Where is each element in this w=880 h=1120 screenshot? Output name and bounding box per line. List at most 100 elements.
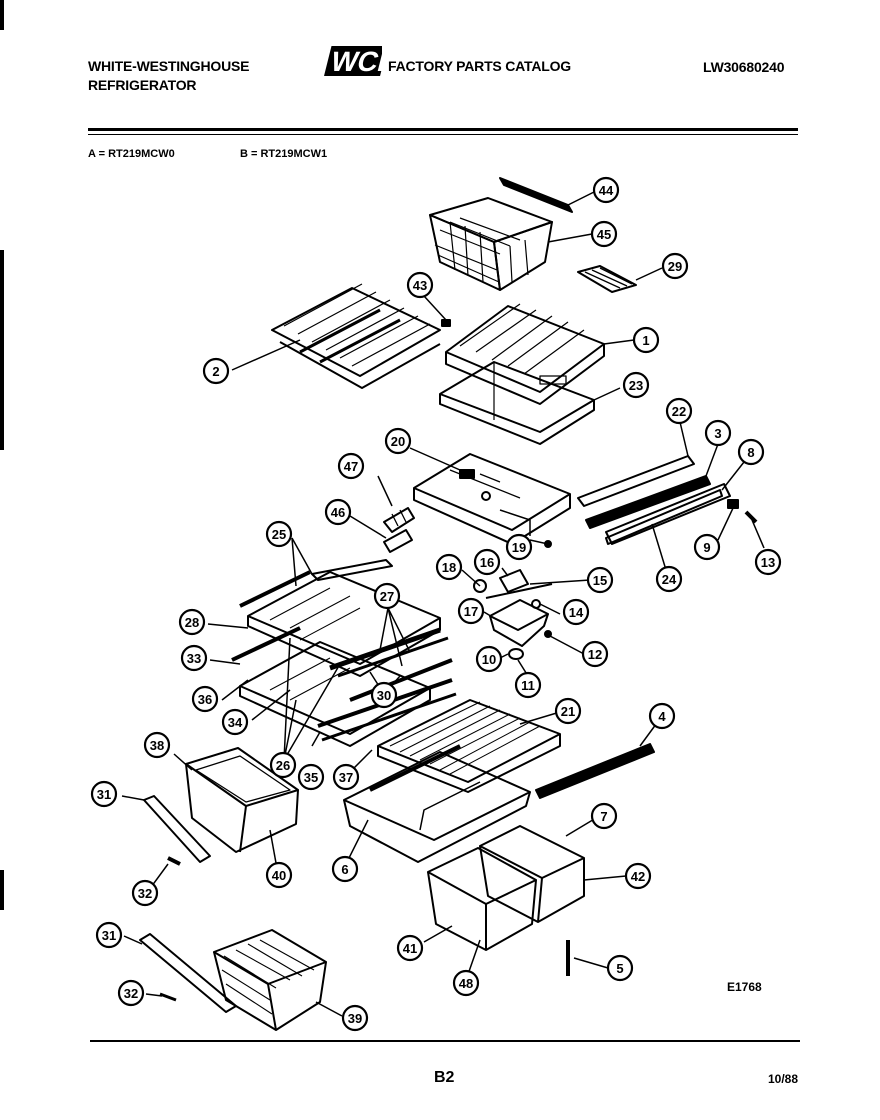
callout-number: 29 <box>668 259 682 274</box>
callout-number: 32 <box>138 886 152 901</box>
part-screw-13 <box>744 510 758 524</box>
callout-number: 21 <box>561 704 575 719</box>
callout-16: 16 <box>473 548 501 576</box>
svg-text:WCI: WCI <box>328 46 382 78</box>
callout-38: 38 <box>143 731 171 759</box>
variant-a: A = RT219MCW0 <box>88 148 175 160</box>
callout-number: 17 <box>464 604 478 619</box>
callout-number: 13 <box>761 555 775 570</box>
callout-number: 23 <box>629 378 643 393</box>
callout-19: 19 <box>505 533 533 561</box>
callout-33: 33 <box>180 644 208 672</box>
part-screw-32b <box>159 992 177 1002</box>
part-meat-pan <box>185 747 299 853</box>
callout-31: 31 <box>95 921 123 949</box>
part-glass-shelf-upper <box>239 559 441 677</box>
callout-number: 5 <box>616 961 623 976</box>
callout-1: 1 <box>632 326 660 354</box>
callout-number: 26 <box>276 758 290 773</box>
callout-46: 46 <box>324 498 352 526</box>
callout-number: 27 <box>380 589 394 604</box>
part-wire-basket-top <box>429 197 553 291</box>
callout-34: 34 <box>221 708 249 736</box>
callout-9: 9 <box>693 533 721 561</box>
part-screw-32a <box>167 856 181 866</box>
callout-number: 18 <box>442 560 456 575</box>
callout-number: 16 <box>480 555 494 570</box>
callout-14: 14 <box>562 598 590 626</box>
callout-number: 20 <box>391 434 405 449</box>
callout-7: 7 <box>590 802 618 830</box>
part-crisper-cover-grille <box>377 699 561 793</box>
callout-26: 26 <box>269 751 297 779</box>
part-wire-basket-bottom <box>213 929 327 1031</box>
callout-number: 31 <box>97 787 111 802</box>
scan-edge-mark <box>0 870 4 910</box>
callout-number: 44 <box>599 183 614 198</box>
callout-4: 4 <box>648 702 676 730</box>
part-pan-rail-31b <box>139 933 237 1013</box>
callout-number: 35 <box>304 770 318 785</box>
callout-number: 11 <box>521 678 535 693</box>
part-shelf-rail-3 <box>585 475 711 529</box>
callout-number: 28 <box>185 615 199 630</box>
callout-number: 45 <box>597 227 611 242</box>
callout-number: 25 <box>272 527 286 542</box>
callout-40: 40 <box>265 861 293 889</box>
callout-24: 24 <box>655 565 683 593</box>
figure-code: E1768 <box>727 980 762 994</box>
callout-number: 33 <box>187 651 201 666</box>
callout-number: 19 <box>512 540 526 555</box>
callout-number: 2 <box>212 364 219 379</box>
callout-number: 46 <box>331 505 345 520</box>
callout-number: 32 <box>124 986 138 1001</box>
callout-number: 24 <box>662 572 677 587</box>
callout-number: 7 <box>600 809 607 824</box>
callout-43: 43 <box>406 271 434 299</box>
callout-25: 25 <box>265 520 293 548</box>
callout-12: 12 <box>581 640 609 668</box>
callout-44: 44 <box>592 176 620 204</box>
brand-title: WHITE-WESTINGHOUSE REFRIGERATOR <box>88 57 249 95</box>
callout-number: 30 <box>377 688 391 703</box>
callout-41: 41 <box>396 934 424 962</box>
callout-15: 15 <box>586 566 614 594</box>
part-glass-shelf-lower <box>231 626 431 747</box>
part-wire-shelf-left <box>271 283 441 389</box>
part-shelf-rail-24 <box>605 483 731 545</box>
callout-number: 22 <box>672 404 686 419</box>
part-crisper-rail-top <box>499 177 573 213</box>
part-trim-strips <box>317 627 457 742</box>
callout-number: 4 <box>658 709 666 724</box>
callout-20: 20 <box>384 427 412 455</box>
callout-32: 32 <box>131 879 159 907</box>
callout-37: 37 <box>332 763 360 791</box>
part-damper-assembly <box>473 569 553 660</box>
callout-number: 6 <box>341 862 348 877</box>
callout-number: 37 <box>339 770 353 785</box>
part-crisper-pan-right <box>479 825 585 923</box>
callout-number: 12 <box>588 647 602 662</box>
callout-number: 40 <box>272 868 286 883</box>
wci-logo: WCI <box>324 46 382 78</box>
callout-number: 9 <box>703 540 710 555</box>
callout-number: 15 <box>593 573 607 588</box>
callout-number: 48 <box>459 976 473 991</box>
callout-6: 6 <box>331 855 359 883</box>
callout-30: 30 <box>370 681 398 709</box>
callout-45: 45 <box>590 220 618 248</box>
part-vent-grille <box>577 265 637 293</box>
callout-2: 2 <box>202 357 230 385</box>
callout-number: 39 <box>348 1011 362 1026</box>
part-clip-43 <box>441 319 451 327</box>
part-long-rail-4 <box>535 743 655 799</box>
callout-10: 10 <box>475 645 503 673</box>
callout-31: 31 <box>90 780 118 808</box>
callout-5: 5 <box>606 954 634 982</box>
callout-number: 14 <box>569 605 584 620</box>
callout-32: 32 <box>117 979 145 1007</box>
part-control-knob-48 <box>383 529 413 553</box>
callout-35: 35 <box>297 763 325 791</box>
callout-23: 23 <box>622 371 650 399</box>
